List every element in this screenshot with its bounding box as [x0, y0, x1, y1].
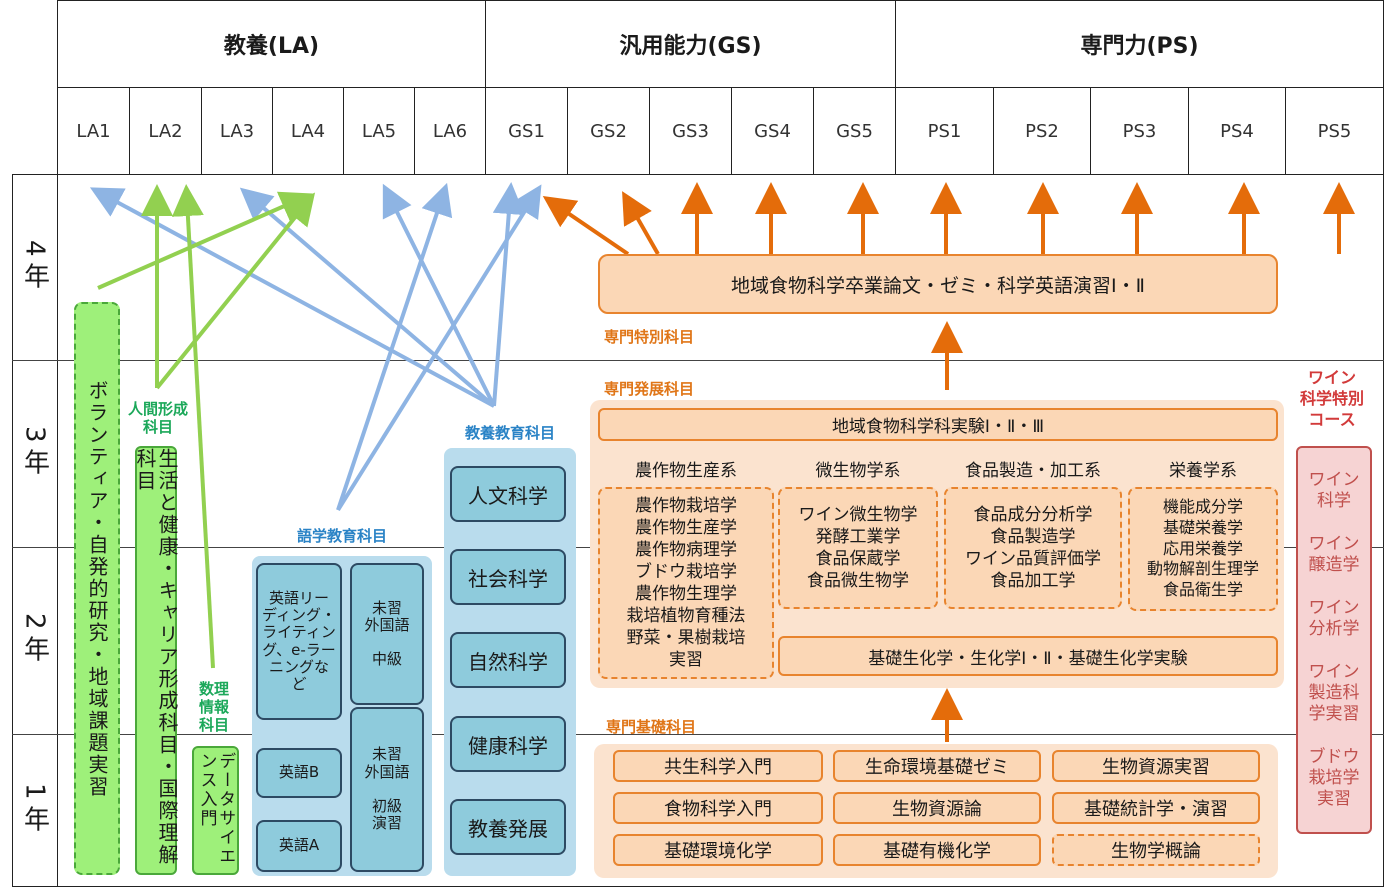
wine-item-brewing: ワイン 醸造学 [1308, 533, 1360, 575]
foreign-beg-box: 未習 外国語 初級 演習 [350, 707, 424, 872]
orange-arrows [542, 182, 1355, 742]
year-divider-1 [12, 734, 1384, 735]
blue-arrows [89, 182, 542, 512]
foreign-mid-box: 未習 外国語 中級 [350, 563, 424, 705]
header-col-la4: LA4 [272, 87, 344, 175]
arrow-liberal-la3 [239, 187, 496, 408]
liberal-label: 教養教育科目 [464, 424, 555, 442]
system-nutrition: 栄養学系 [1169, 461, 1237, 481]
system-crop: 農作物生産系 [635, 461, 737, 481]
basic-item-3: 生物資源実習 [1052, 750, 1260, 782]
arrow-language-gs1 [336, 184, 542, 512]
volunteer-box: ボランティア・自発的研究・地域課題実習 [74, 302, 120, 875]
food-box: 食品成分分析学 食品製造学 ワイン品質評価学 食品加工学 [944, 487, 1122, 609]
crop-box: 農作物栽培学 農作物生産学 農作物病理学 ブドウ栽培学 農作物生理学 栽培植物育… [598, 487, 774, 679]
basic-item-2: 生命環境基礎ゼミ [833, 750, 1041, 782]
arrow-volunteer-la4 [97, 191, 313, 290]
arrow-thesis-gs2 [622, 191, 660, 255]
header-col-gs5: GS5 [813, 87, 896, 175]
special-label: 専門特別科目 [604, 328, 695, 346]
liberal-item-social: 社会科学 [450, 549, 566, 605]
header-col-gs3: GS3 [649, 87, 732, 175]
liberal-item-natural: 自然科学 [450, 632, 566, 688]
arrow-ningen-la4 [155, 192, 316, 390]
header-col-la6: LA6 [414, 87, 486, 175]
system-food: 食品製造・加工系 [965, 461, 1101, 481]
arrow-liberal-la1 [89, 187, 495, 408]
header-col-ps2: PS2 [993, 87, 1091, 175]
header-col-ps3: PS3 [1090, 87, 1189, 175]
basic-item-7: 基礎環境化学 [613, 834, 823, 866]
thesis-box: 地域食物科学卒業論文・ゼミ・科学英語演習Ⅰ・Ⅱ [598, 254, 1278, 314]
wine-box: ワイン 科学 ワイン 醸造学 ワイン 分析学 ワイン 製造科 学実習 ブドウ 栽… [1296, 446, 1372, 834]
basic-item-8: 基礎有機化学 [833, 834, 1041, 866]
language-label: 語学教育科目 [296, 527, 387, 545]
arrow-liberal-gs1 [492, 182, 525, 407]
basic-item-6: 基礎統計学・演習 [1052, 792, 1260, 824]
micro-box: ワイン微生物学 発酵工業学 食品保蔵学 食品微生物学 [778, 487, 938, 609]
header-col-ps1: PS1 [895, 87, 994, 175]
green-arrows [97, 184, 316, 669]
basic-label: 専門基礎科目 [606, 718, 697, 736]
experiment-box: 地域食物科学科実験Ⅰ・Ⅱ・Ⅲ [598, 408, 1278, 441]
header-col-la3: LA3 [201, 87, 273, 175]
arrow-thesis-gs1 [542, 195, 630, 256]
header-col-gs2: GS2 [567, 87, 650, 175]
ningen-text: 生活と健康・キャリア形成科目・国際理解科目 [133, 448, 179, 866]
suuri-text: データサイエンス入門 [196, 751, 236, 866]
nutrition-box: 機能成分学 基礎栄養学 応用栄養学 動物解剖生理学 食品衛生学 [1128, 487, 1278, 611]
basic-item-5: 生物資源論 [833, 792, 1041, 824]
volunteer-text: ボランティア・自発的研究・地域課題実習 [85, 379, 109, 798]
biochem-box: 基礎生化学・生化学Ⅰ・Ⅱ・基礎生化学実験 [778, 636, 1278, 676]
wine-item-grape: ブドウ 栽培学 実習 [1308, 746, 1360, 810]
header-col-gs4: GS4 [731, 87, 814, 175]
english-reading-box: 英語リーディング・ライティング、e-ラーニングなど [256, 563, 342, 720]
basic-item-9: 生物学概論 [1052, 834, 1260, 866]
liberal-item-development: 教養発展 [450, 799, 566, 855]
header-group-la: 教養(LA) [57, 0, 486, 88]
basic-item-1: 共生科学入門 [613, 750, 823, 782]
year-divider-3 [12, 360, 1384, 361]
wine-item-analysis: ワイン 分析学 [1308, 597, 1360, 639]
header-col-gs1: GS1 [485, 87, 568, 175]
header-group-ps: 専門力(PS) [895, 0, 1384, 88]
year-label-2: 2年 [19, 613, 50, 668]
year-label-4: 4年 [19, 239, 50, 295]
arrow-suuri-la3 [171, 184, 215, 669]
system-micro: 微生物学系 [815, 461, 901, 481]
ningen-label: 人間形成 科目 [127, 400, 188, 436]
wine-item-production: ワイン 製造科 学実習 [1308, 661, 1360, 725]
advanced-label: 専門発展科目 [604, 380, 695, 398]
wine-item-science: ワイン 科学 [1308, 469, 1360, 511]
year-label-3: 3年 [19, 426, 50, 481]
header-col-la1: LA1 [57, 87, 130, 175]
suuri-label: 数理 情報 科目 [198, 680, 229, 734]
liberal-item-humanities: 人文科学 [450, 466, 566, 522]
basic-item-4: 食物科学入門 [613, 792, 823, 824]
english-a-box: 英語A [256, 820, 342, 872]
header-col-la2: LA2 [129, 87, 202, 175]
arrow-language-la6 [336, 182, 453, 511]
suuri-box: データサイエンス入門 [192, 746, 239, 875]
wine-label: ワイン 科学特別 コース [1299, 368, 1364, 429]
year-label-1: 1年 [19, 783, 50, 838]
ningen-box: 生活と健康・キャリア形成科目・国際理解科目 [133, 446, 179, 875]
english-b-box: 英語B [256, 748, 342, 798]
arrow-liberal-la5 [382, 183, 496, 407]
liberal-item-health: 健康科学 [450, 716, 566, 772]
header-col-ps5: PS5 [1285, 87, 1384, 175]
